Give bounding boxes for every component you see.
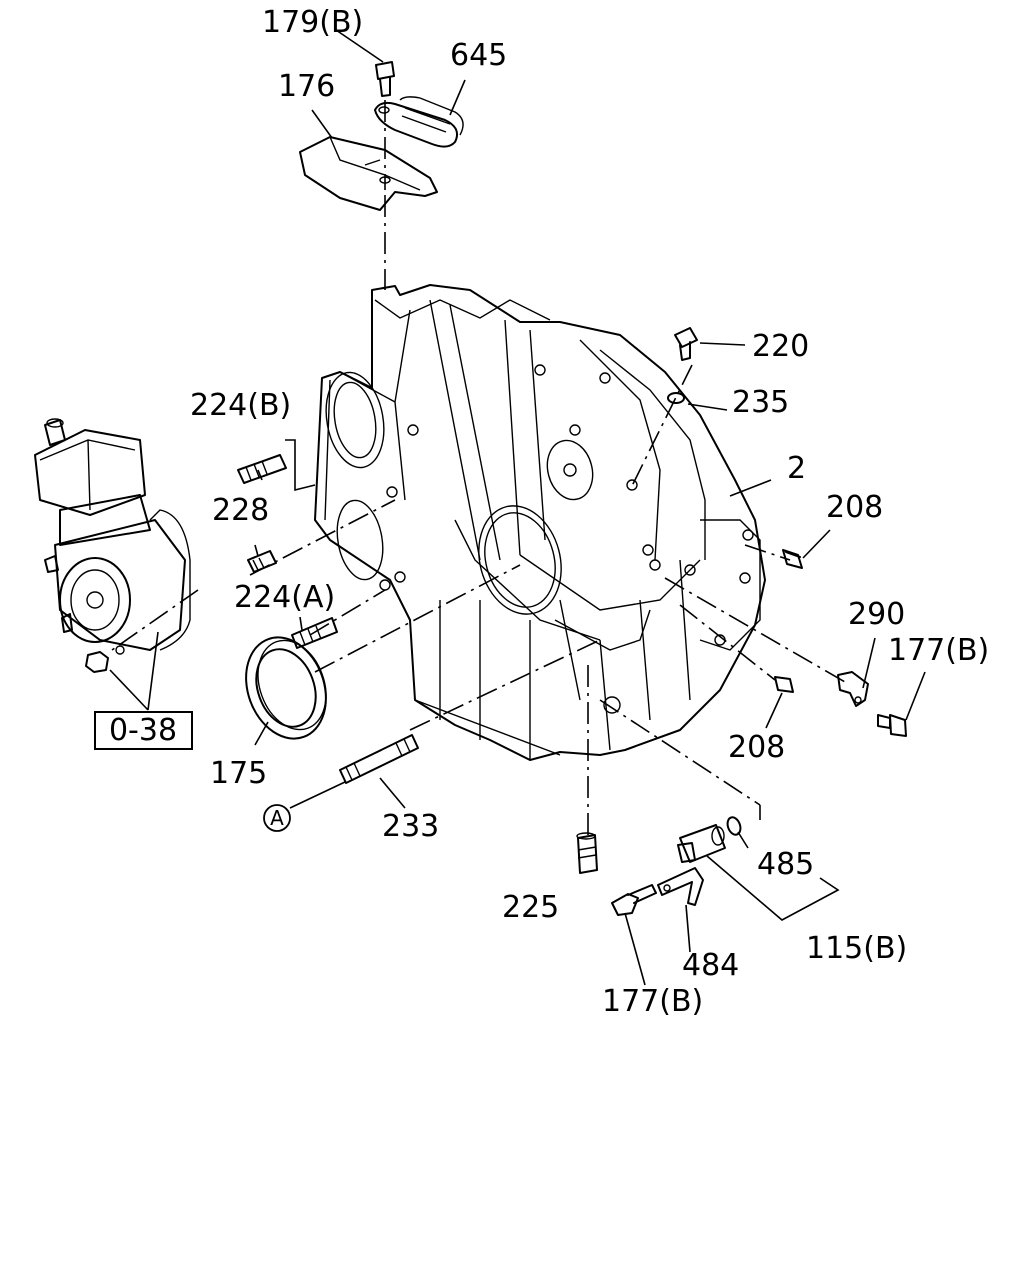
label-220: 220 [752, 329, 809, 364]
label-115b: 115(B) [806, 931, 907, 966]
label-235: 235 [732, 385, 789, 420]
nut-icon [85, 651, 109, 673]
bolt-179b-icon [375, 61, 395, 97]
o-ring-485-icon [726, 816, 742, 836]
plate-484-icon [657, 867, 704, 906]
label-225: 225 [502, 890, 559, 925]
label-2: 2 [787, 451, 806, 486]
leader-lines [109, 29, 926, 986]
o-ring-235-icon [667, 392, 685, 404]
sensor-115b-icon [677, 824, 726, 863]
label-179b-top: 179(B) [262, 5, 363, 40]
bolt-220-icon [674, 327, 698, 361]
spring-clip-645-icon [374, 96, 464, 148]
label-177b-right: 177(B) [888, 633, 989, 668]
label-a: A [270, 806, 284, 830]
oil-seal-175-icon [245, 636, 327, 740]
label-224a: 224(A) [234, 580, 335, 615]
label-175: 175 [210, 756, 267, 791]
plug-208-bottom-icon [774, 676, 794, 693]
label-176: 176 [278, 69, 335, 104]
flywheel-housing-2-icon [314, 284, 766, 761]
label-228: 228 [212, 493, 269, 528]
reference-circle-a [263, 804, 291, 832]
bolt-177b-bottom-icon [611, 884, 657, 916]
bolt-177b-right-icon [877, 714, 907, 737]
long-stud-233-icon [339, 734, 419, 784]
label-484: 484 [682, 948, 739, 983]
label-208-bottom: 208 [728, 730, 785, 765]
label-0-38[interactable]: 0-38 [109, 713, 177, 748]
label-645: 645 [450, 38, 507, 73]
label-485: 485 [757, 847, 814, 882]
bracket-176-icon [299, 136, 438, 211]
label-177b-bottom: 177(B) [602, 984, 703, 1019]
label-290: 290 [848, 597, 905, 632]
label-233: 233 [382, 809, 439, 844]
label-224b: 224(B) [190, 388, 291, 423]
reference-box-0-38[interactable] [94, 711, 193, 750]
stud-224b-icon [237, 439, 316, 492]
air-compressor-icon [34, 418, 191, 655]
dowel-225-icon [576, 832, 598, 874]
label-208-top: 208 [826, 490, 883, 525]
bracket-290-icon [837, 671, 869, 707]
dowel-228-icon [247, 550, 277, 573]
stud-224a-icon [291, 617, 338, 649]
plug-208-top-icon [782, 549, 803, 569]
